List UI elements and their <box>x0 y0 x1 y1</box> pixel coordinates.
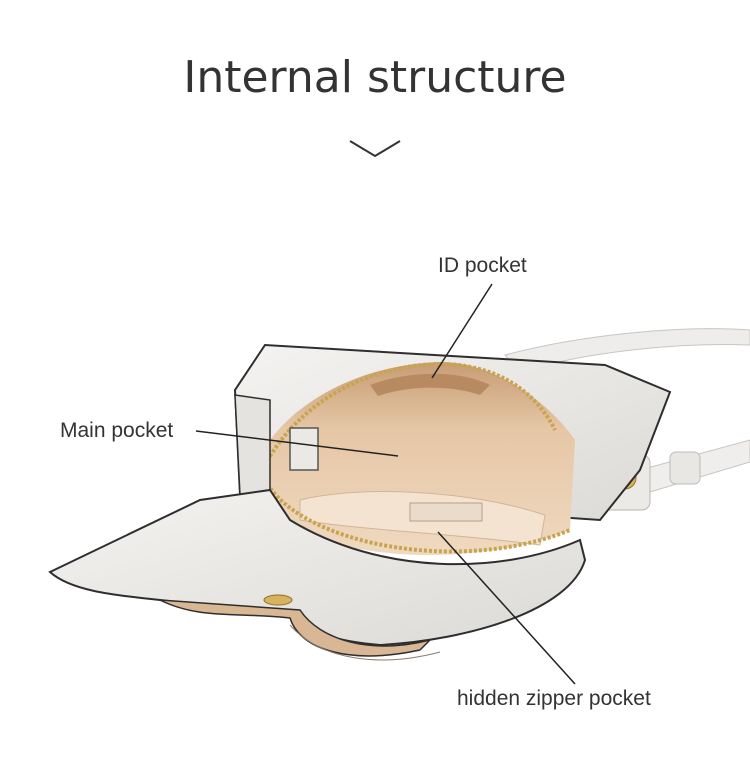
main-pocket-label: Main pocket <box>60 419 174 442</box>
id-pocket-label: ID pocket <box>438 254 527 277</box>
page-title: Internal structure <box>183 52 567 103</box>
chevron-down-icon <box>349 140 401 158</box>
hidden-zipper-pocket-label: hidden zipper pocket <box>457 687 651 710</box>
